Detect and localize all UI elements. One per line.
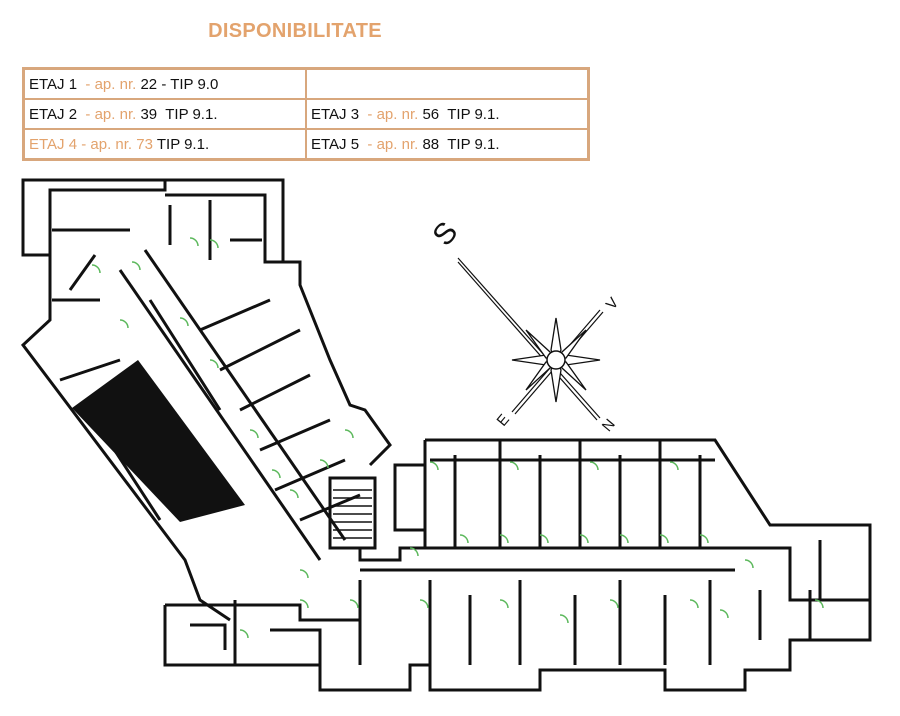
compass-east-v: V xyxy=(603,294,622,313)
cell-etaj-2[interactable]: ETAJ 2 - ap. nr. 39 TIP 9.1. xyxy=(22,98,307,130)
wall-segment xyxy=(20,195,231,622)
highlighted-apartment[interactable] xyxy=(72,360,245,522)
stairs-icon xyxy=(333,489,372,539)
wall-segment xyxy=(21,178,167,257)
apartment-label: ap. nr. xyxy=(376,135,419,153)
corridor-wall xyxy=(143,249,347,541)
wall-segment xyxy=(358,546,735,562)
compass-rose: S V E N xyxy=(426,216,622,435)
floor-label: ETAJ 2 xyxy=(29,105,78,123)
apartment-number: 56 xyxy=(422,105,440,123)
floor-label: ETAJ 3 xyxy=(311,105,360,123)
room-wall xyxy=(358,580,812,665)
apartment-number: 88 xyxy=(422,135,440,153)
cell-etaj-1[interactable]: ETAJ 1 - ap. nr. 22 - TIP 9.0 xyxy=(22,67,307,100)
separator: - xyxy=(367,105,373,123)
room-wall xyxy=(190,623,322,665)
room-wall xyxy=(735,540,870,602)
apartment-label: ap. nr. xyxy=(376,105,419,123)
apartment-number: 39 xyxy=(140,105,158,123)
cell-etaj-3[interactable]: ETAJ 3 - ap. nr. 56 TIP 9.1. xyxy=(305,98,590,130)
wall-segment xyxy=(163,600,360,667)
stair-core xyxy=(328,476,377,550)
separator: - xyxy=(85,105,91,123)
wall-segment xyxy=(235,600,872,692)
wall-segment xyxy=(165,178,285,264)
apartment-type: TIP 9.1. xyxy=(156,135,210,153)
compass-north: N xyxy=(599,416,619,435)
apartment-type: - TIP 9.0 xyxy=(161,75,219,93)
floor-label-highlighted: ETAJ 4 - ap. nr. 73 xyxy=(29,135,153,153)
separator: - xyxy=(367,135,373,153)
corridor-wall xyxy=(118,269,322,561)
compass-south: S xyxy=(426,216,464,253)
door-swings xyxy=(91,237,824,639)
cell-etaj-4[interactable]: ETAJ 4 - ap. nr. 73 TIP 9.1. xyxy=(22,128,307,161)
compass-center-icon xyxy=(546,350,566,370)
apartment-type: TIP 9.1. xyxy=(447,105,500,123)
table-row: ETAJ 2 - ap. nr. 39 TIP 9.1. ETAJ 3 - ap… xyxy=(22,98,590,130)
availability-table: ETAJ 1 - ap. nr. 22 - TIP 9.0 ETAJ 2 - a… xyxy=(22,67,590,161)
compass-west-e: E xyxy=(494,411,513,430)
floor-label: ETAJ 5 xyxy=(311,135,360,153)
cell-etaj-5[interactable]: ETAJ 5 - ap. nr. 88 TIP 9.1. xyxy=(305,128,590,161)
table-row: ETAJ 4 - ap. nr. 73 TIP 9.1. ETAJ 5 - ap… xyxy=(22,128,590,161)
apartment-label: ap. nr. xyxy=(94,75,137,93)
elevator-core xyxy=(393,463,427,532)
apartment-label: ap. nr. xyxy=(94,105,137,123)
wall-segment xyxy=(265,260,392,467)
separator: - xyxy=(85,75,91,93)
room-wall xyxy=(52,200,262,302)
apartment-type: TIP 9.1. xyxy=(165,105,218,123)
apartment-number: 22 xyxy=(140,75,158,93)
room-wall xyxy=(423,440,702,548)
wall-segment xyxy=(425,438,872,600)
room-wall xyxy=(199,298,361,522)
table-row: ETAJ 1 - ap. nr. 22 - TIP 9.0 xyxy=(22,67,590,100)
page-title: DISPONIBILITATE xyxy=(208,20,382,42)
apartment-type: TIP 9.1. xyxy=(447,135,500,153)
floor-label: ETAJ 1 xyxy=(29,75,78,93)
